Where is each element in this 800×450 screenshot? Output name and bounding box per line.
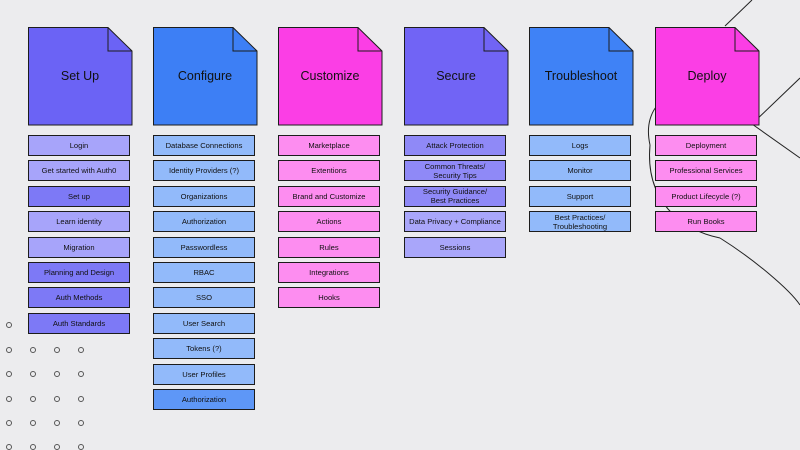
dot <box>30 347 36 353</box>
column-header: Set Up <box>28 27 134 126</box>
column-title: Secure <box>436 69 476 83</box>
topic-card[interactable]: Tokens (?) <box>153 338 255 360</box>
dot <box>30 420 36 426</box>
dot <box>6 347 12 353</box>
dot <box>54 347 60 353</box>
dot <box>78 420 84 426</box>
topic-card[interactable]: Professional Services <box>655 160 757 182</box>
topic-card[interactable]: Get started with Auth0 <box>28 160 130 182</box>
column-title: Troubleshoot <box>544 69 618 83</box>
column-header: Deploy <box>655 27 761 126</box>
folded-page-icon <box>404 27 509 126</box>
topic-card[interactable]: SSO <box>153 287 255 309</box>
topic-card[interactable]: Planning and Design <box>28 262 130 283</box>
topic-card[interactable]: Rules <box>278 236 380 258</box>
dot <box>6 420 12 426</box>
topic-card[interactable]: Product Lifecycle (?) <box>655 185 757 207</box>
dot <box>6 444 12 450</box>
dot <box>6 396 12 402</box>
topic-card[interactable]: Deployment <box>655 135 757 156</box>
topic-card[interactable]: Data Privacy + Compliance <box>404 211 506 233</box>
topic-card[interactable]: Auth Standards <box>28 312 130 334</box>
topic-card[interactable]: Auth Methods <box>28 287 130 309</box>
folded-page-icon <box>28 27 133 126</box>
topic-card[interactable]: Organizations <box>153 185 255 207</box>
topic-card[interactable]: Sessions <box>404 236 506 258</box>
column-title: Set Up <box>60 69 100 83</box>
topic-card[interactable]: Support <box>529 185 631 207</box>
topic-card[interactable]: Learn identity <box>28 211 130 233</box>
topic-card[interactable]: Authorization <box>153 211 255 233</box>
topic-card[interactable]: Marketplace <box>278 135 380 156</box>
topic-card[interactable]: RBAC <box>153 262 255 283</box>
dot <box>54 420 60 426</box>
dot <box>54 371 60 377</box>
topic-card[interactable]: Passwordless <box>153 236 255 258</box>
topic-card[interactable]: Common Threats/ Security Tips <box>404 160 506 182</box>
topic-card[interactable]: Security Guidance/ Best Practices <box>404 185 506 207</box>
folded-page-icon <box>278 27 383 126</box>
dot <box>78 444 84 450</box>
dot <box>30 444 36 450</box>
topic-card[interactable]: Actions <box>278 211 380 233</box>
column-header: Customize <box>278 27 384 126</box>
topic-card[interactable]: User Profiles <box>153 363 255 385</box>
folded-page-icon <box>529 27 634 126</box>
dot <box>54 444 60 450</box>
topic-card[interactable]: Migration <box>28 236 130 258</box>
dot <box>6 371 12 377</box>
dot <box>78 371 84 377</box>
topic-card[interactable]: Brand and Customize <box>278 185 380 207</box>
dot <box>6 322 12 328</box>
column-title: Customize <box>300 69 360 83</box>
topic-card[interactable]: Run Books <box>655 211 757 233</box>
topic-card[interactable]: Hooks <box>278 287 380 309</box>
dot <box>78 396 84 402</box>
dot <box>78 347 84 353</box>
topic-card[interactable]: Logs <box>529 135 631 156</box>
topic-card[interactable]: Set up <box>28 185 130 207</box>
folded-page-icon <box>655 27 760 126</box>
topic-card[interactable]: User Search <box>153 312 255 334</box>
topic-card[interactable]: Attack Protection <box>404 135 506 156</box>
column-header: Configure <box>153 27 259 126</box>
topic-card[interactable]: Database Connections <box>153 135 255 156</box>
dot <box>30 371 36 377</box>
topic-card[interactable]: Login <box>28 135 130 156</box>
column-title: Deploy <box>687 69 727 83</box>
topic-card[interactable]: Integrations <box>278 262 380 283</box>
dot <box>54 396 60 402</box>
column-title: Configure <box>177 69 233 83</box>
topic-card[interactable]: Extentions <box>278 160 380 182</box>
folded-page-icon <box>153 27 258 126</box>
topic-card[interactable]: Authorization <box>153 389 255 410</box>
topic-card[interactable]: Best Practices/ Troubleshooting <box>529 211 631 233</box>
topic-card[interactable]: Identity Providers (?) <box>153 160 255 182</box>
dot <box>30 396 36 402</box>
column-header: Troubleshoot <box>529 27 635 126</box>
column-header: Secure <box>404 27 510 126</box>
topic-card[interactable]: Monitor <box>529 160 631 182</box>
